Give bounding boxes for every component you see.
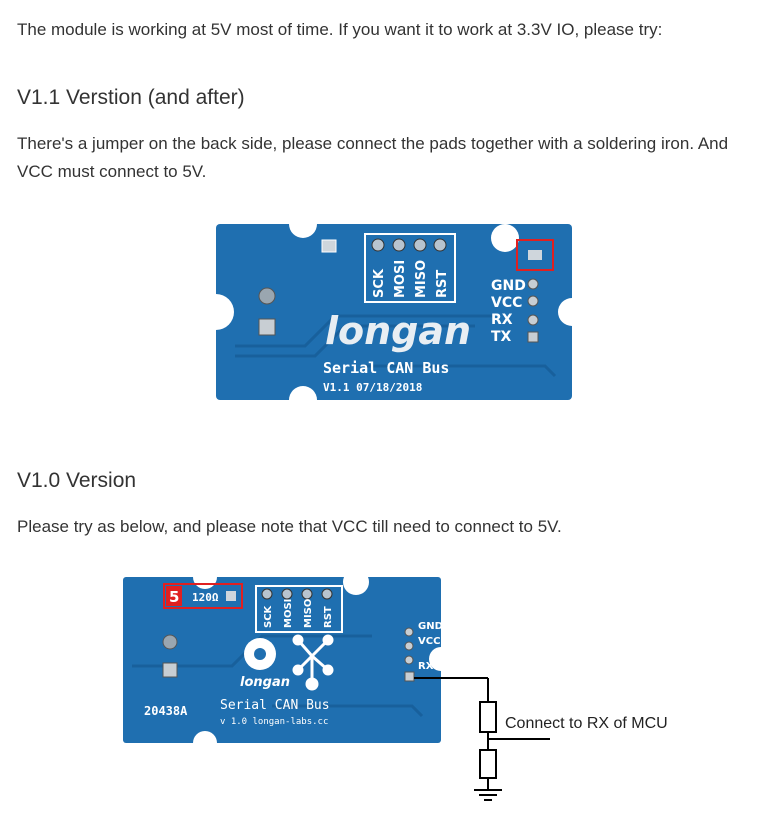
v11-version-label: V1.1 07/18/2018 bbox=[323, 381, 422, 394]
v10-resistor-label: 120Ω bbox=[192, 591, 219, 604]
voltage-divider-schematic bbox=[414, 677, 550, 801]
v11-side-rx: RX bbox=[491, 312, 513, 328]
v10-marker-label: 5 bbox=[169, 588, 179, 606]
intro-paragraph: The module is working at 5V most of time… bbox=[17, 20, 663, 39]
v10-pin-rst: RST bbox=[323, 606, 334, 628]
mcu-connection-label: Connect to RX of MCU bbox=[505, 715, 668, 732]
v10-version-label: v 1.0 longan-labs.cc bbox=[220, 717, 328, 727]
v11-pin-miso: MISO bbox=[414, 260, 429, 298]
v11-pin-mosi: MOSI bbox=[393, 260, 408, 298]
v11-logo: longan bbox=[325, 309, 471, 353]
v11-product-name: Serial CAN Bus bbox=[323, 359, 449, 377]
v10-side-rx: RX bbox=[418, 661, 434, 672]
v10-side-vcc: VCC bbox=[418, 636, 440, 647]
v10-pin-mosi: MOSI bbox=[283, 599, 294, 628]
v11-pin-sck: SCK bbox=[372, 268, 387, 298]
v10-pin-sck: SCK bbox=[263, 604, 274, 628]
v10-logo: longan bbox=[240, 675, 290, 690]
v11-pin-rst: RST bbox=[435, 270, 450, 298]
v10-heading: V1.0 Version bbox=[17, 469, 137, 492]
v10-paragraph: Please try as below, and please note tha… bbox=[17, 517, 562, 536]
v11-side-gnd: GND bbox=[491, 278, 526, 294]
v11-board-image: SCK MOSI MISO RST GND VCC RX TX longan S… bbox=[198, 210, 586, 414]
v11-side-tx: TX bbox=[491, 329, 512, 345]
v11-heading: V1.1 Verstion (and after) bbox=[17, 86, 245, 109]
network-icon bbox=[292, 634, 334, 691]
v10-part-number: 20438A bbox=[144, 704, 188, 718]
v10-board-image: 5 120Ω SCK MOSI MISO RST longan GND VCC … bbox=[123, 565, 668, 801]
v10-side-gnd: GND bbox=[418, 621, 443, 632]
v11-paragraph: There's a jumper on the back side, pleas… bbox=[17, 134, 729, 181]
v10-product-name: Serial CAN Bus bbox=[220, 698, 330, 713]
v11-side-vcc: VCC bbox=[491, 295, 522, 311]
v10-pin-miso: MISO bbox=[303, 599, 314, 628]
